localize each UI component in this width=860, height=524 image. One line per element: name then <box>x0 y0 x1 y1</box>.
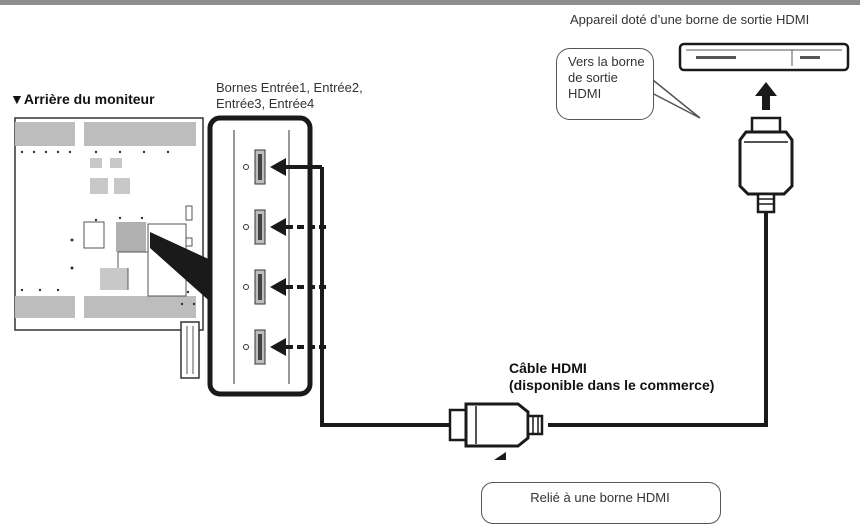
arrow-input-2 <box>270 218 326 236</box>
hdmi-plug-top <box>738 116 794 214</box>
device-title-label: Appareil doté d’une borne de sortie HDMI <box>570 12 810 27</box>
bubble-tail <box>647 74 701 119</box>
terminals-label-line2: Entrée3, Entrée4 <box>216 96 315 111</box>
hdmi-output-device <box>678 42 850 72</box>
callout-line-3: HDMI <box>568 86 602 101</box>
hdmi-port-3 <box>243 269 266 305</box>
callout-line-1: Vers la borne <box>568 54 645 69</box>
callout-line-2: de sortie <box>568 70 618 85</box>
monitor-rear-panel <box>14 117 204 379</box>
top-divider-bar <box>0 0 860 5</box>
hdmi-cable-left <box>320 167 452 427</box>
arrow-input-1 <box>270 158 322 176</box>
hdmi-plug-bottom <box>448 402 544 460</box>
zoom-pointer <box>150 232 215 306</box>
hdmi-cable-right <box>548 213 768 427</box>
arrow-input-3 <box>270 278 326 296</box>
callout-bubble <box>556 48 654 120</box>
arrow-input-4 <box>270 338 326 356</box>
hdmi-port-1 <box>243 149 266 185</box>
arrow-to-device <box>755 82 777 110</box>
terminal-panel-zoom <box>207 115 313 397</box>
hdmi-port-2 <box>243 209 266 245</box>
terminals-label-line1: Bornes Entrée1, Entrée2, <box>216 80 363 95</box>
monitor-rear-label: ▼Arrière du moniteur <box>10 91 155 107</box>
callout-text: Vers la borne de sortie HDMI <box>568 54 648 102</box>
connection-diagram <box>14 42 850 460</box>
cable-label-line2: (disponible dans le commerce) <box>509 377 715 393</box>
hdmi-port-4 <box>243 329 266 365</box>
connection-note-label: Relié à une borne HDMI <box>530 490 670 505</box>
cable-label-line1: Câble HDMI <box>509 360 587 376</box>
